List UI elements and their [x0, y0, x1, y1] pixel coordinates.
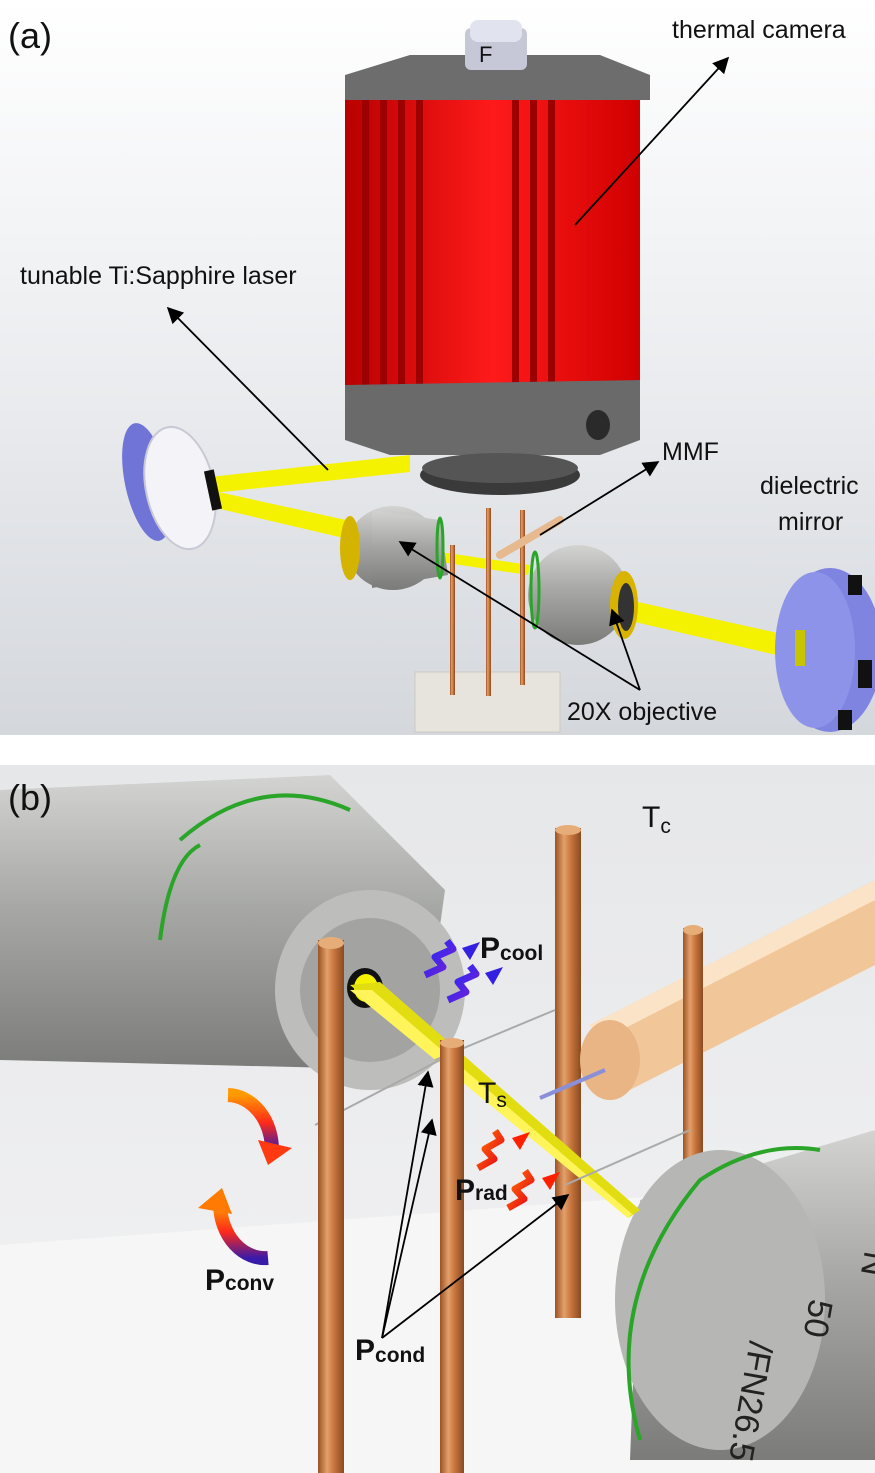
- pconv-cycle-icon: [198, 1088, 292, 1266]
- post-front-left: [318, 940, 344, 1473]
- panel-divider: [0, 735, 875, 765]
- camera-badge: F: [479, 42, 492, 67]
- laser-beams: [182, 455, 800, 660]
- post-back-tall: [555, 828, 581, 1318]
- right-dielectric-mirror: [775, 568, 875, 732]
- thermal-camera-label: thermal camera: [672, 16, 846, 44]
- post-right: [683, 928, 703, 1188]
- panel-a: F: [0, 0, 875, 735]
- mmf-fiber: [350, 982, 640, 1218]
- objective-engraving-3: N: [853, 1249, 875, 1280]
- objective-label: 20X objective: [567, 698, 717, 726]
- ts-label: Ts: [478, 1077, 507, 1112]
- tc-label: Tc: [642, 801, 671, 838]
- prad-label: Prad: [455, 1174, 508, 1207]
- pcool-label: Pcool: [480, 932, 543, 965]
- mmf-label: MMF: [662, 438, 719, 466]
- laser-label: tunable Ti:Sapphire laser: [20, 262, 297, 290]
- dielectric-mirror-label-line2: mirror: [778, 508, 843, 536]
- panel-a-label: (a): [8, 15, 52, 56]
- objective-b-right: /FN26.5 50 N: [615, 1130, 875, 1464]
- dielectric-mirror-label-line1: dielectric: [760, 472, 859, 500]
- objective-engraving-2: 50: [796, 1297, 840, 1341]
- mmf-tube: [539, 880, 875, 1100]
- panel-b-leaders: [381, 1070, 570, 1339]
- pcond-label: Pcond: [355, 1334, 425, 1367]
- panel-a-leaders: [166, 56, 730, 691]
- thermal-camera: F: [345, 20, 650, 495]
- panel-b-label: (b): [8, 777, 52, 818]
- pcool-wave-icon: [423, 938, 503, 1004]
- fiber-holder-a: [414, 508, 564, 733]
- panel-b: /FN26.5 50 N: [0, 765, 875, 1473]
- post-front-mid: [440, 1040, 464, 1473]
- prad-wave-icon: [476, 1129, 560, 1212]
- left-dielectric-mirror: [122, 423, 223, 551]
- pconv-label: Pconv: [205, 1264, 274, 1297]
